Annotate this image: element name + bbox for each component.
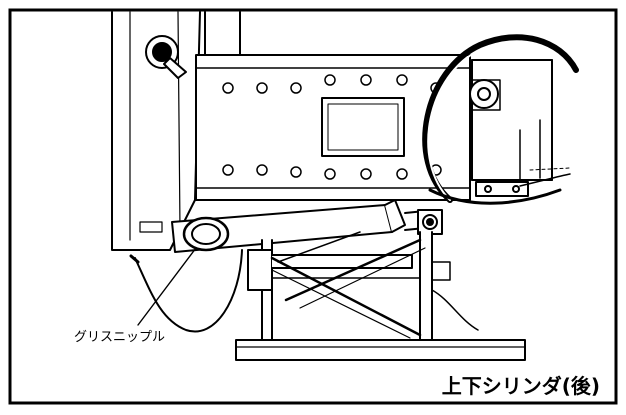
flywheel <box>422 34 579 203</box>
grease-tube <box>134 249 243 333</box>
support-stand <box>235 231 526 361</box>
inspection-window <box>321 97 405 157</box>
callout-leader-line <box>137 247 197 326</box>
figure-border <box>8 8 618 405</box>
adjustment-knob-icon <box>145 35 187 79</box>
figure-caption: 上下シリンダ(後) <box>441 374 600 398</box>
cylinder-mount-bolt-icon <box>417 209 443 235</box>
grease-nipple-callout-label: グリスニップル <box>74 330 166 345</box>
